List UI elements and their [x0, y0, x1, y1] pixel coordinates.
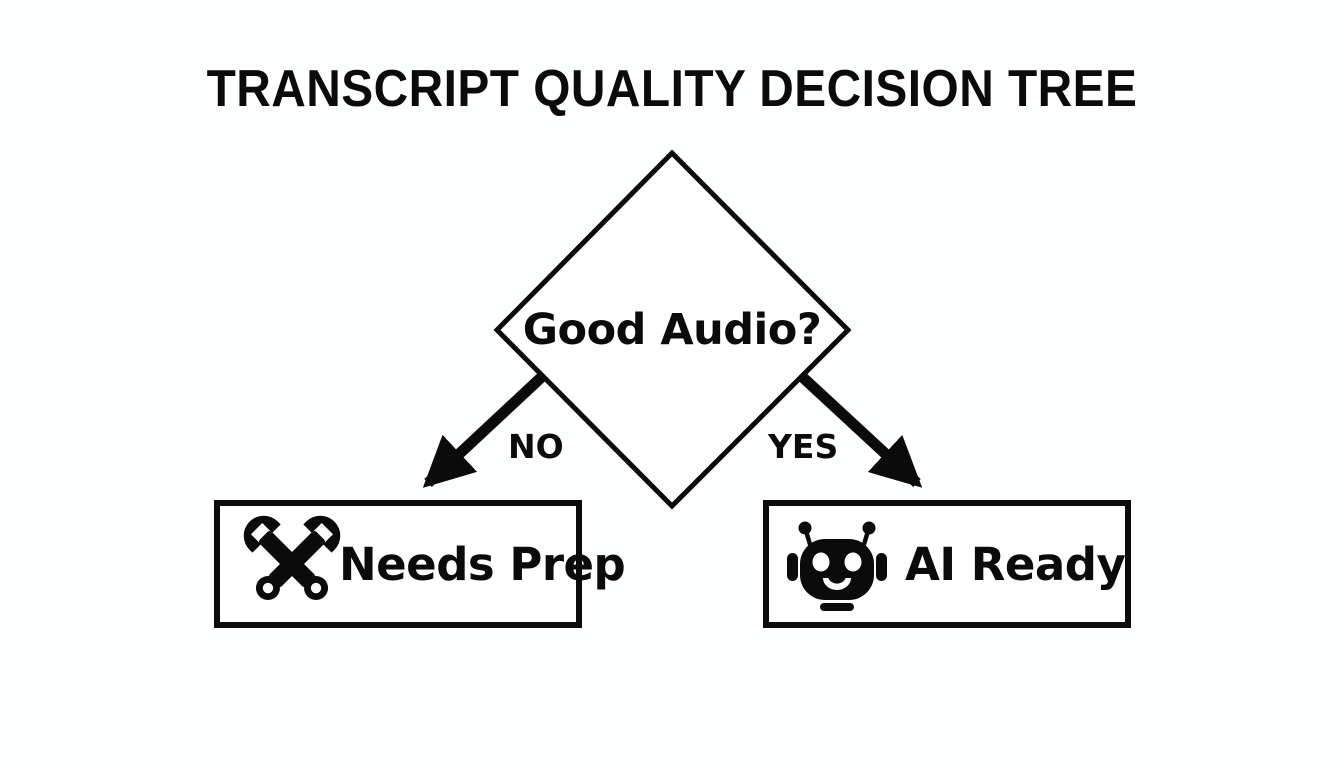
decision-node-diamond[interactable]: [493, 149, 852, 510]
edge-yes-arrow: [793, 367, 923, 488]
outcome-node-needs-prep[interactable]: [214, 500, 582, 628]
edge-no-arrow: [422, 367, 551, 488]
edge-label-no: NO: [508, 427, 564, 466]
robot-icon: [787, 521, 887, 611]
outcome-label-ai-ready: AI Ready: [905, 538, 1126, 591]
decision-node-label: Good Audio?: [522, 305, 822, 355]
page-title: TRANSCRIPT QUALITY DECISION TREE: [206, 60, 1138, 118]
edge-label-yes: YES: [768, 427, 839, 466]
outcome-label-needs-prep: Needs Prep: [339, 538, 626, 591]
tools-wrench-icon: [243, 515, 341, 601]
